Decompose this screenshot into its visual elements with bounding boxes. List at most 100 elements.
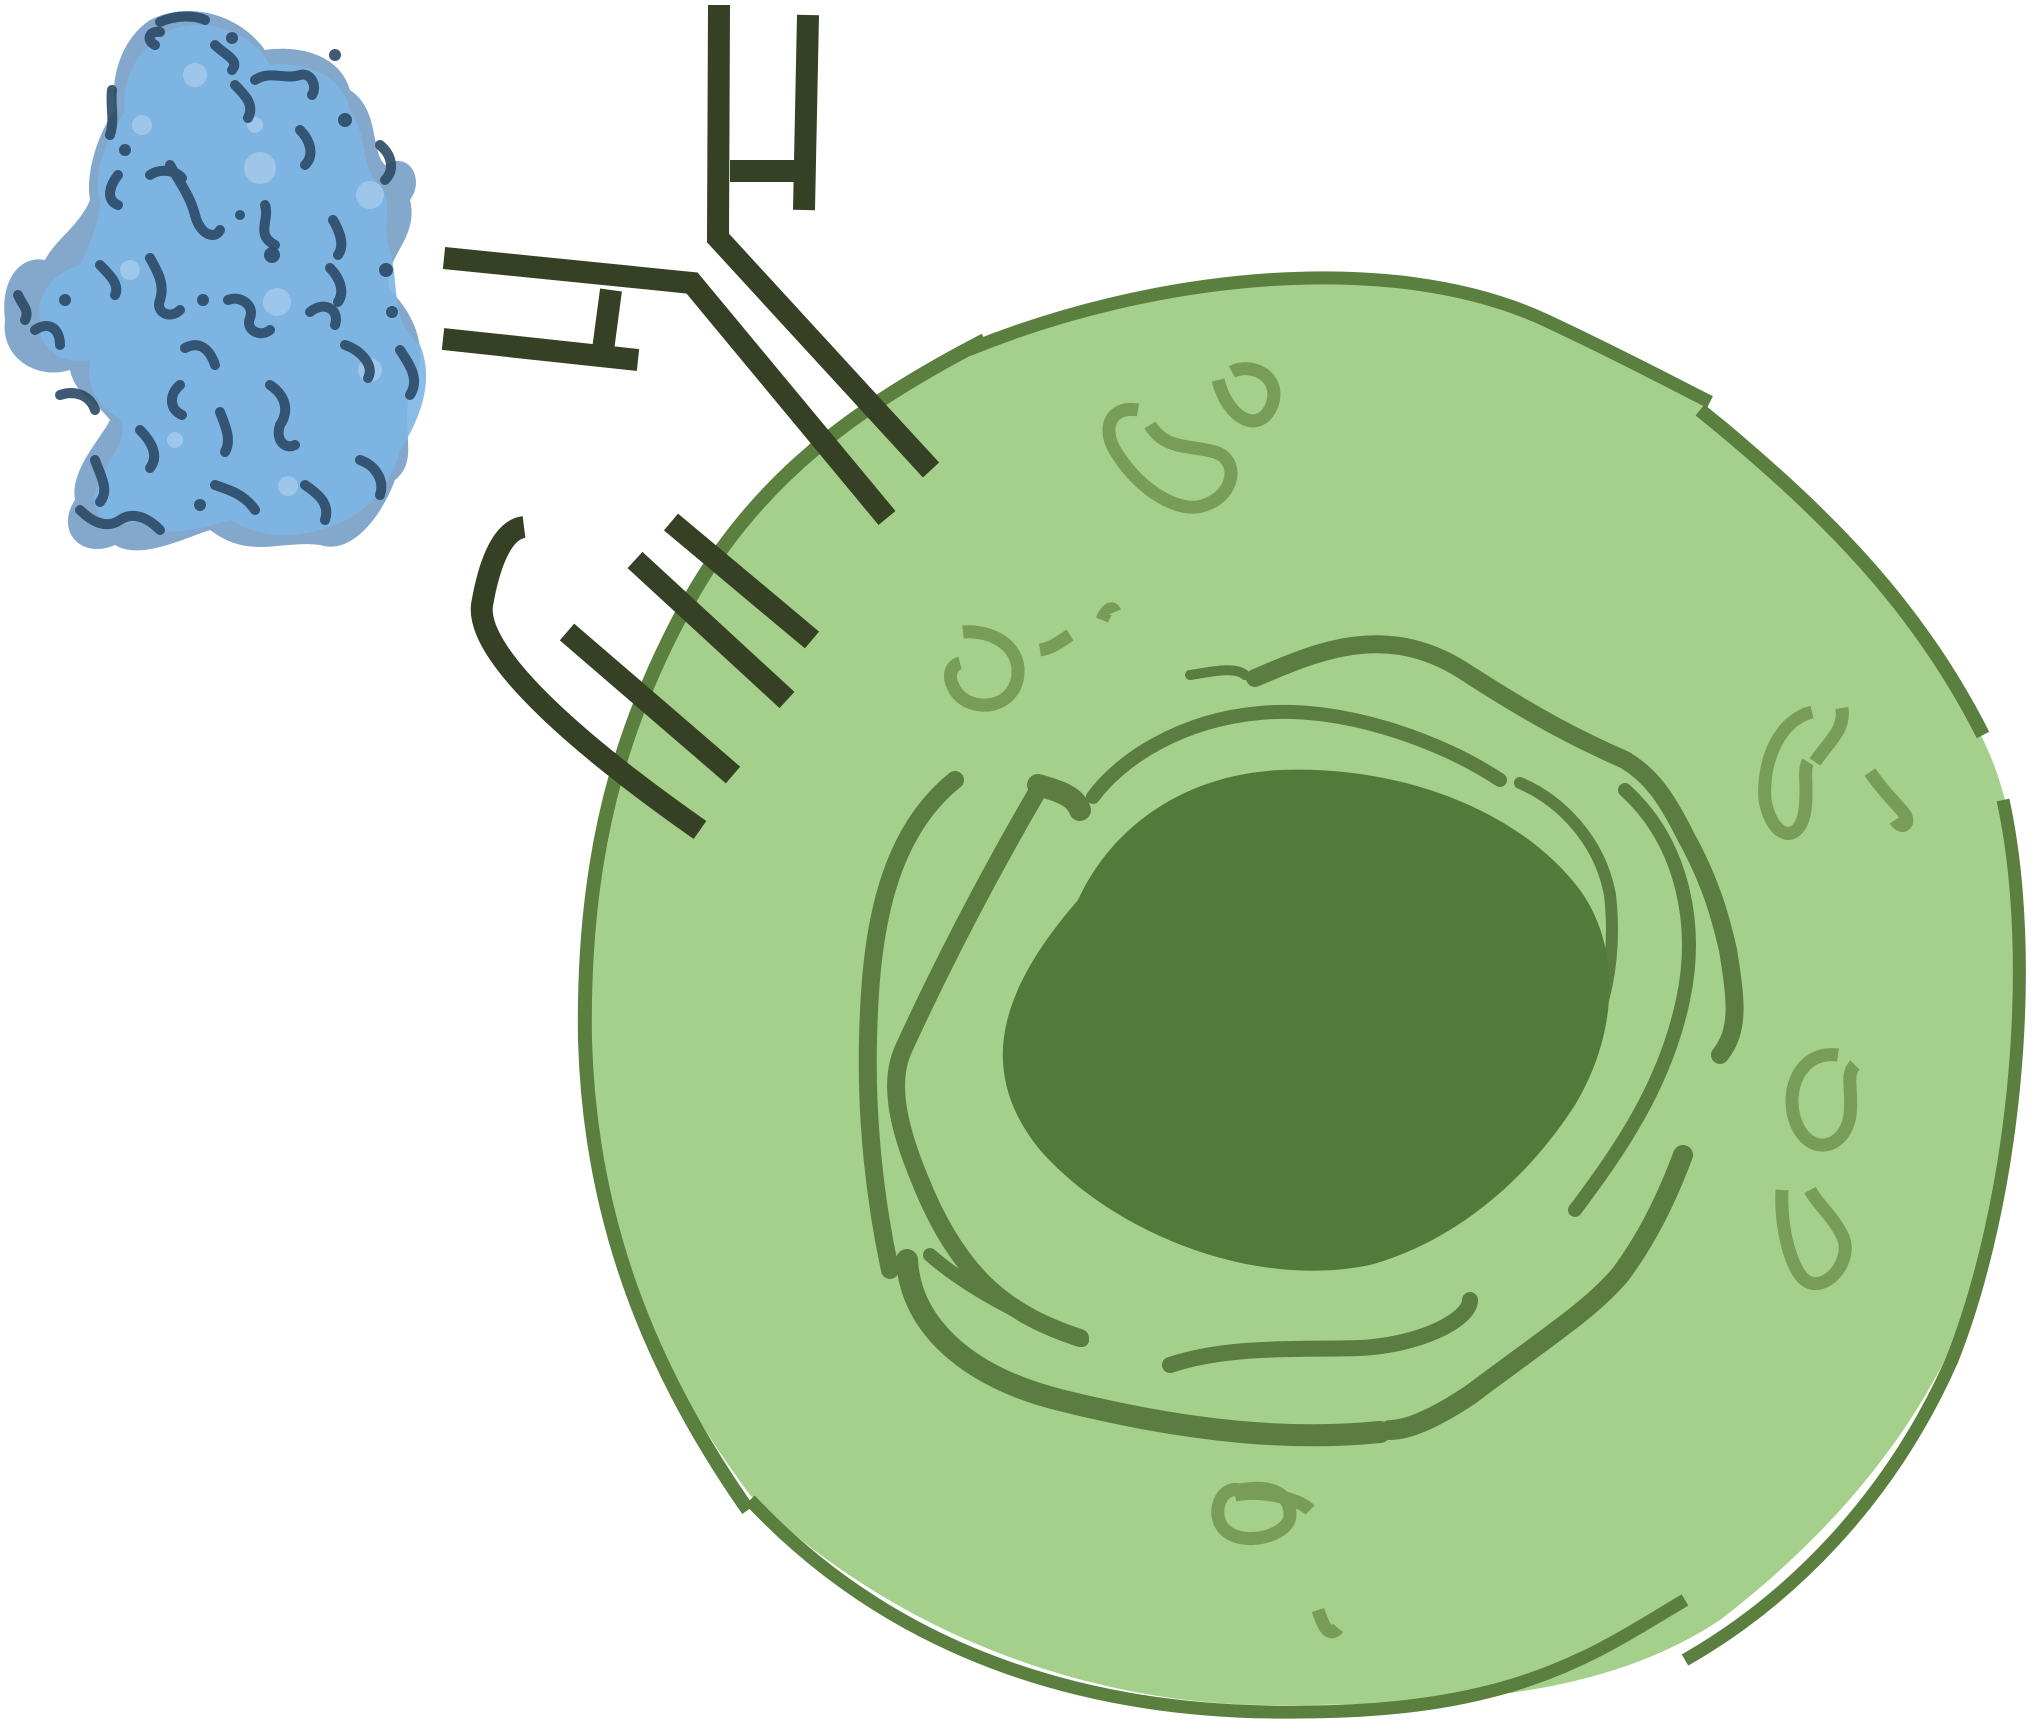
squiggle	[90, 455, 110, 507]
squiggle	[223, 293, 275, 339]
squiggle	[210, 40, 240, 75]
organelle-5	[1095, 602, 1121, 623]
squiggle	[105, 85, 118, 140]
squiggle	[13, 290, 32, 325]
squiggle	[95, 260, 122, 300]
antibody-arm-lower	[441, 328, 640, 371]
squiggle	[75, 505, 165, 535]
squiggle	[30, 321, 65, 350]
squiggle	[105, 170, 123, 210]
bubble	[356, 181, 384, 209]
bubble	[244, 152, 276, 184]
squiggle	[145, 253, 185, 320]
organelle-9	[1785, 1048, 1861, 1152]
envelope-right-outer	[1380, 1145, 1693, 1440]
organelle-13	[1311, 1607, 1343, 1639]
squiggle	[395, 345, 420, 400]
organelle-8	[1864, 768, 1914, 832]
envelope-bottom-inner	[1162, 1292, 1478, 1373]
squiggle	[265, 380, 300, 452]
nucleus-body	[1002, 769, 1610, 1271]
cell-surface-receptor	[470, 513, 820, 840]
squiggle	[155, 11, 210, 27]
bubble	[278, 476, 298, 496]
envelope-outer-top	[1246, 635, 1744, 1064]
squiggle	[259, 200, 280, 250]
dot	[197, 294, 209, 306]
bubble	[132, 115, 152, 135]
cell-outline-bottom	[745, 1495, 1689, 1719]
dot	[338, 113, 352, 127]
antigen-squiggles	[13, 11, 420, 535]
envelope-inner-top	[1086, 704, 1507, 804]
nucleus	[1002, 769, 1610, 1271]
bubble	[263, 288, 291, 316]
antibody-stem-inner	[442, 247, 896, 526]
cell-outline-top	[965, 271, 1713, 408]
organelle-1	[1102, 402, 1238, 514]
dot	[235, 210, 245, 220]
squiggle	[355, 455, 387, 500]
envelope-left-top	[1027, 774, 1091, 821]
squiggle	[375, 140, 396, 185]
dot	[119, 144, 131, 156]
squiggle	[210, 480, 260, 515]
envelope-bottom	[923, 1248, 1089, 1347]
dot	[194, 499, 206, 511]
squiggle	[305, 301, 341, 330]
envelope-left	[858, 771, 964, 1279]
receptor-bar-2	[627, 551, 795, 709]
organelles	[944, 362, 1914, 1639]
envelope-right-inner	[1568, 783, 1696, 1217]
antigen-dots	[59, 32, 398, 511]
organelle-10	[1775, 1186, 1852, 1290]
antibody-stem-outer	[706, 4, 940, 478]
dot	[329, 49, 341, 61]
squiggle	[300, 480, 332, 525]
envelope-bottom-outer	[896, 1249, 1391, 1447]
squiggle	[180, 340, 220, 370]
squiggle	[144, 26, 165, 50]
organelle-2	[1211, 362, 1281, 428]
dot	[226, 32, 238, 44]
nuclear-envelope	[858, 635, 1744, 1447]
squiggle	[328, 215, 347, 260]
receptor-bar-1	[559, 623, 741, 784]
squiggle	[325, 263, 347, 307]
squiggle	[55, 388, 100, 415]
organelle-4	[1038, 629, 1074, 657]
antigen-main	[39, 24, 427, 536]
dot	[264, 247, 280, 263]
organelle-3	[944, 625, 1025, 712]
dot	[379, 263, 393, 277]
squiggle	[135, 425, 160, 473]
organelle-7	[1809, 707, 1849, 766]
squiggle	[145, 165, 187, 183]
envelope-top-cap	[1185, 665, 1250, 680]
cell-outline-right	[1695, 404, 1990, 739]
bubble	[120, 260, 140, 280]
antibody-hinge-mid	[592, 288, 622, 352]
squiggle	[215, 407, 233, 457]
squiggle	[295, 125, 316, 170]
antigen-bubbles	[120, 63, 384, 496]
cell-outline-left	[577, 333, 989, 1515]
squiggle	[167, 380, 187, 420]
squiggle	[250, 69, 320, 100]
organelle-6	[1758, 705, 1815, 840]
cell-outline-far-right	[1681, 798, 2026, 1666]
dot	[386, 306, 398, 318]
receptor-hook	[470, 516, 707, 840]
antibody-arm-upper	[793, 14, 819, 211]
bubble	[167, 432, 183, 448]
squiggle	[340, 340, 375, 383]
receptor-bar-3	[663, 513, 820, 649]
bubble	[183, 63, 207, 87]
dot	[59, 294, 71, 306]
antibody	[441, 4, 940, 526]
organelle-12	[1233, 1486, 1315, 1516]
squiggle	[230, 80, 256, 123]
antigen-protein	[4, 11, 427, 551]
